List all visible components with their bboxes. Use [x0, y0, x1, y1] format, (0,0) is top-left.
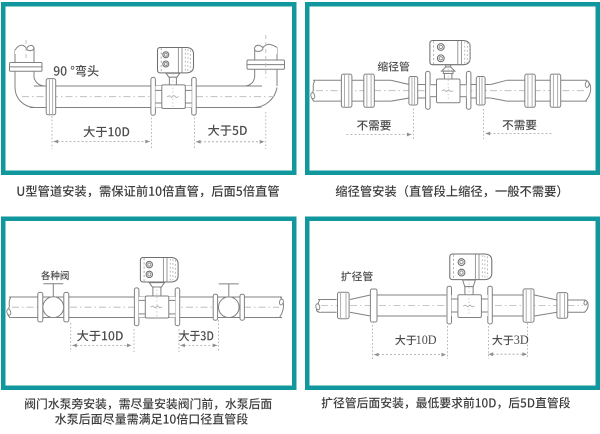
svg-text:10D: 10D — [416, 333, 437, 347]
svg-text:3D: 3D — [514, 333, 529, 347]
